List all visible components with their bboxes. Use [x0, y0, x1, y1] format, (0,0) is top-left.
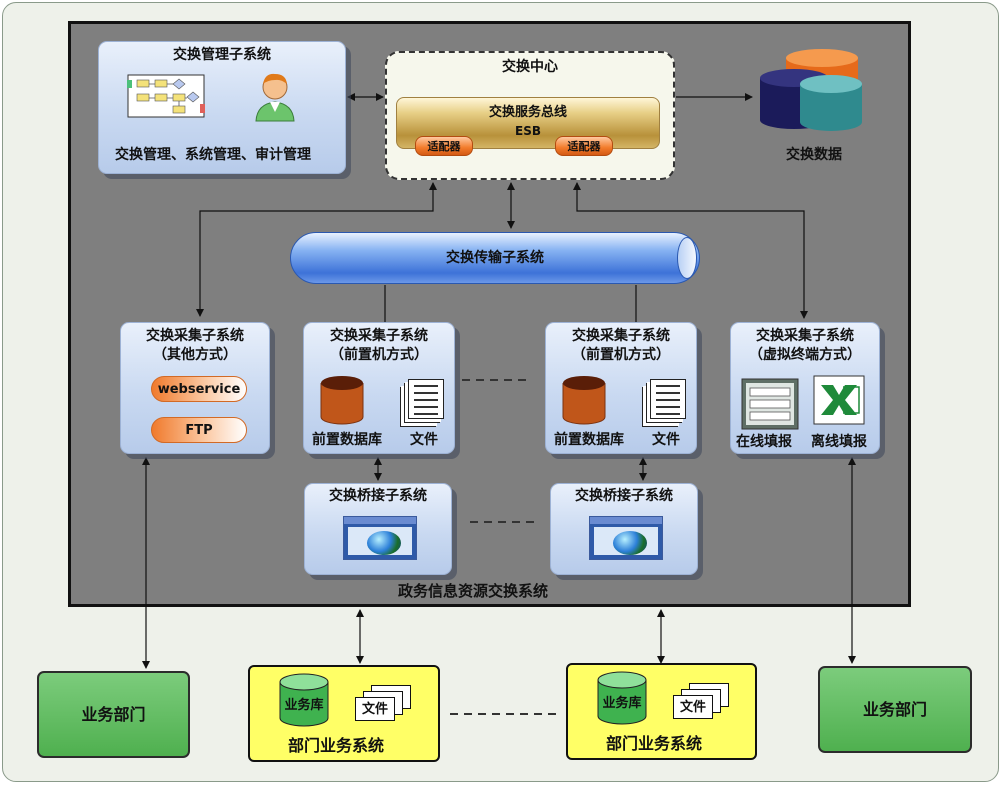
collect-virtual-subsystem: 交换采集子系统 （虚拟终端方式） 在线填报 离线填报 [730, 322, 880, 454]
business-dept-right: 业务部门 [818, 666, 972, 753]
exchange-data-label: 交换数据 [786, 147, 842, 163]
collect-front-left-subtitle: （前置机方式） [330, 347, 428, 363]
front-db-label: 前置数据库 [312, 432, 382, 448]
dept-file-label: 文件 [680, 700, 707, 715]
collect-virtual-title: 交换采集子系统 [756, 328, 854, 344]
transport-label: 交换传输子系统 [446, 250, 544, 266]
online-fill-label: 在线填报 [736, 434, 792, 450]
window-globe-icon [343, 516, 417, 560]
esb-title: 交换服务总线 [488, 105, 567, 120]
offline-fill-label: 离线填报 [811, 434, 867, 450]
form-icon [741, 378, 799, 430]
database-icon [562, 376, 606, 425]
dept-system-left: 业务库 文件 部门业务系统 [248, 665, 440, 762]
management-subsystem: 交换管理子系统 交换管理、系统管理、审计管理 [98, 41, 346, 174]
collect-front-left-title: 交换采集子系统 [330, 328, 428, 344]
window-globe-icon [589, 516, 663, 560]
workflow-icon [127, 74, 205, 118]
exchange-data-icon [760, 49, 862, 131]
ftp-pill: FTP [151, 417, 247, 443]
esb-subtitle: ESB [515, 124, 541, 138]
document-icon [408, 379, 444, 419]
user-icon [255, 73, 295, 122]
bridge-left-subsystem: 交换桥接子系统 [304, 483, 452, 575]
document-icon [650, 379, 686, 419]
dept-system-label: 部门业务系统 [288, 736, 385, 755]
adapter-left: 适配器 [415, 136, 473, 156]
dept-file-label: 文件 [362, 702, 389, 717]
database-icon [279, 673, 329, 727]
collect-other-subtitle: （其他方式） [153, 347, 237, 363]
management-title: 交换管理子系统 [173, 47, 271, 63]
collect-front-left-subsystem: 交换采集子系统 （前置机方式） 前置数据库 文件 [303, 322, 455, 454]
system-title: 政务信息资源交换系统 [398, 582, 549, 600]
collect-other-title: 交换采集子系统 [146, 328, 244, 344]
adapter-right: 适配器 [555, 136, 613, 156]
excel-icon [813, 375, 865, 425]
collect-front-right-title: 交换采集子系统 [572, 328, 670, 344]
collect-front-right-subtitle: （前置机方式） [572, 347, 670, 363]
collect-virtual-subtitle: （虚拟终端方式） [749, 347, 861, 363]
database-icon [320, 376, 364, 425]
transport-subsystem: 交换传输子系统 [290, 232, 700, 284]
tube-end [677, 237, 697, 279]
center-title: 交换中心 [502, 59, 558, 75]
front-file-label: 文件 [652, 432, 680, 448]
front-file-label: 文件 [410, 432, 438, 448]
webservice-pill: webservice [151, 376, 247, 402]
dept-system-label: 部门业务系统 [606, 734, 703, 753]
management-functions: 交换管理、系统管理、审计管理 [115, 147, 311, 163]
collect-other-subsystem: 交换采集子系统 （其他方式） webservice FTP [120, 322, 270, 454]
bridge-right-subsystem: 交换桥接子系统 [550, 483, 698, 575]
front-db-label: 前置数据库 [554, 432, 624, 448]
business-dept-left: 业务部门 [37, 671, 190, 758]
collect-front-right-subsystem: 交换采集子系统 （前置机方式） 前置数据库 文件 [545, 322, 697, 454]
dept-db-label: 业务库 [284, 698, 324, 713]
bridge-left-title: 交换桥接子系统 [329, 488, 427, 504]
dept-system-right: 业务库 文件 部门业务系统 [566, 663, 757, 760]
database-icon [597, 671, 647, 725]
dept-db-label: 业务库 [602, 696, 642, 711]
bridge-right-title: 交换桥接子系统 [575, 488, 673, 504]
